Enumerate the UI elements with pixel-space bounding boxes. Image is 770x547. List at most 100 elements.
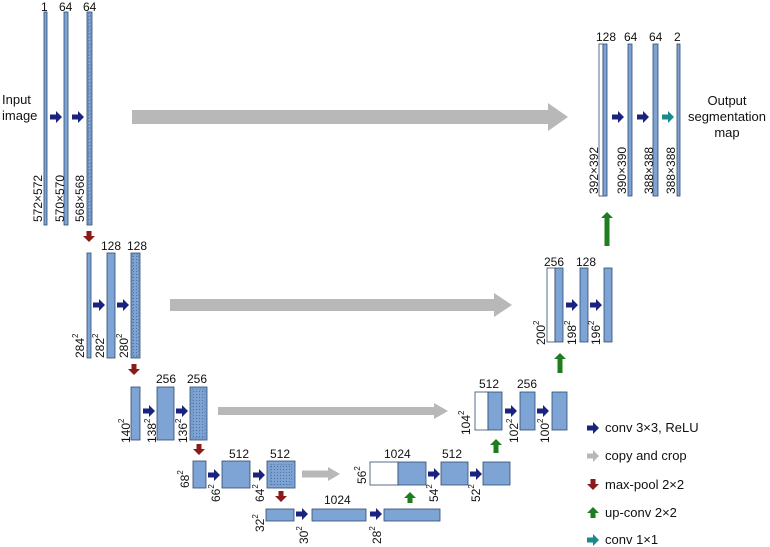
channel-label: 512 (442, 447, 463, 461)
legend-item: conv 3×3, ReLU (605, 420, 699, 435)
conv-arrow (176, 405, 188, 417)
upconv-arrow (404, 492, 416, 503)
legend-item: conv 1×1 (605, 532, 659, 547)
channel-label: 2 (674, 30, 681, 44)
conv1x1-arrow (662, 111, 674, 123)
maxpool-arrow (128, 364, 140, 375)
maxpool-arrow (83, 231, 95, 242)
channel-label: 64 (649, 30, 663, 44)
crop-region (191, 388, 206, 439)
feature-map (676, 43, 681, 197)
output-label: Output segmentation map (687, 93, 767, 140)
size-label: 390×390 (615, 146, 629, 194)
channel-label: 128 (596, 30, 617, 44)
crop-region (88, 13, 91, 224)
channel-label: 1024 (324, 493, 351, 507)
conv-arrow (537, 405, 549, 417)
size-label: 388×388 (664, 146, 678, 194)
channel-label: 256 (517, 377, 538, 391)
conv-arrow (253, 469, 265, 481)
legend-conv1x1-icon (587, 534, 599, 546)
copy-crop-arrow (170, 293, 512, 317)
conv-arrow (208, 469, 220, 481)
feature-map (603, 267, 613, 343)
channel-label: 128 (101, 239, 122, 253)
size-label: 568×568 (73, 174, 87, 222)
feature-map (383, 508, 441, 522)
size-label: 522 (467, 484, 483, 502)
conv-arrow (93, 299, 105, 311)
channel-label: 128 (576, 255, 597, 269)
cropped-feature-map (369, 461, 399, 486)
conv-arrow (470, 468, 482, 480)
feature-map (192, 460, 207, 489)
feature-map (551, 391, 568, 431)
input-label: Input image (2, 92, 38, 123)
cropped-feature-map (546, 267, 556, 343)
conv-arrow (428, 468, 440, 480)
conv-arrow (72, 111, 84, 123)
channel-label: 512 (479, 377, 500, 391)
channel-label: 256 (187, 372, 208, 386)
legend-maxpool-icon (587, 479, 599, 490)
size-label: 1042 (457, 410, 473, 435)
size-label: 388×388 (642, 146, 656, 194)
legend-item: copy and crop (605, 448, 687, 463)
channel-label: 64 (59, 0, 73, 14)
crop-region (132, 254, 139, 357)
size-label: 662 (207, 484, 223, 502)
upconv-arrow (601, 212, 613, 246)
legend-item: max-pool 2×2 (605, 477, 685, 492)
conv-arrow (612, 111, 624, 123)
size-label: 1362 (174, 418, 190, 443)
size-label: 1002 (536, 418, 552, 443)
conv-arrow (505, 405, 517, 417)
size-label: 302 (295, 526, 311, 544)
feature-map (156, 386, 175, 441)
feature-map (602, 43, 608, 197)
size-label: 322 (251, 514, 267, 532)
size-label: 682 (176, 470, 192, 488)
conv-arrow (590, 299, 602, 311)
feature-map (265, 508, 295, 522)
size-label: 2002 (532, 320, 548, 345)
legend-item: up-conv 2×2 (605, 505, 677, 520)
size-label: 1402 (117, 418, 133, 443)
channel-label: 512 (229, 447, 250, 461)
size-label: 282 (368, 526, 384, 544)
size-label: 392×392 (587, 146, 601, 194)
feature-map (221, 460, 251, 489)
legend-conv-icon (587, 422, 599, 434)
feature-map (440, 461, 469, 486)
conv-arrow (566, 299, 578, 311)
feature-map (311, 508, 367, 522)
conv-arrow (296, 508, 308, 520)
feature-map (397, 461, 427, 486)
size-label: 1022 (505, 418, 521, 443)
size-label: 1962 (587, 320, 603, 345)
conv-arrow (637, 111, 649, 123)
crop-region (269, 463, 293, 486)
feature-map (63, 11, 69, 226)
copy-crop-arrow (302, 467, 340, 481)
feature-map (554, 267, 564, 343)
copy-crop-arrow (132, 103, 568, 131)
copy-crop-arrow (218, 403, 448, 419)
channel-label: 256 (544, 255, 565, 269)
channel-label: 64 (83, 0, 97, 14)
upconv-arrow (490, 439, 502, 453)
feature-map (482, 461, 511, 486)
legend-upconv-icon (587, 507, 599, 518)
conv-arrow (143, 405, 155, 417)
channel-label: 1024 (384, 447, 411, 461)
channel-label: 256 (156, 372, 177, 386)
conv-arrow (370, 508, 382, 520)
channel-label: 128 (127, 239, 148, 253)
size-label: 1382 (143, 418, 159, 443)
legend-copy-icon (587, 450, 599, 462)
size-label: 642 (251, 484, 267, 502)
feature-map (652, 43, 659, 197)
channel-label: 1 (41, 0, 48, 14)
size-label: 570×570 (53, 174, 67, 222)
